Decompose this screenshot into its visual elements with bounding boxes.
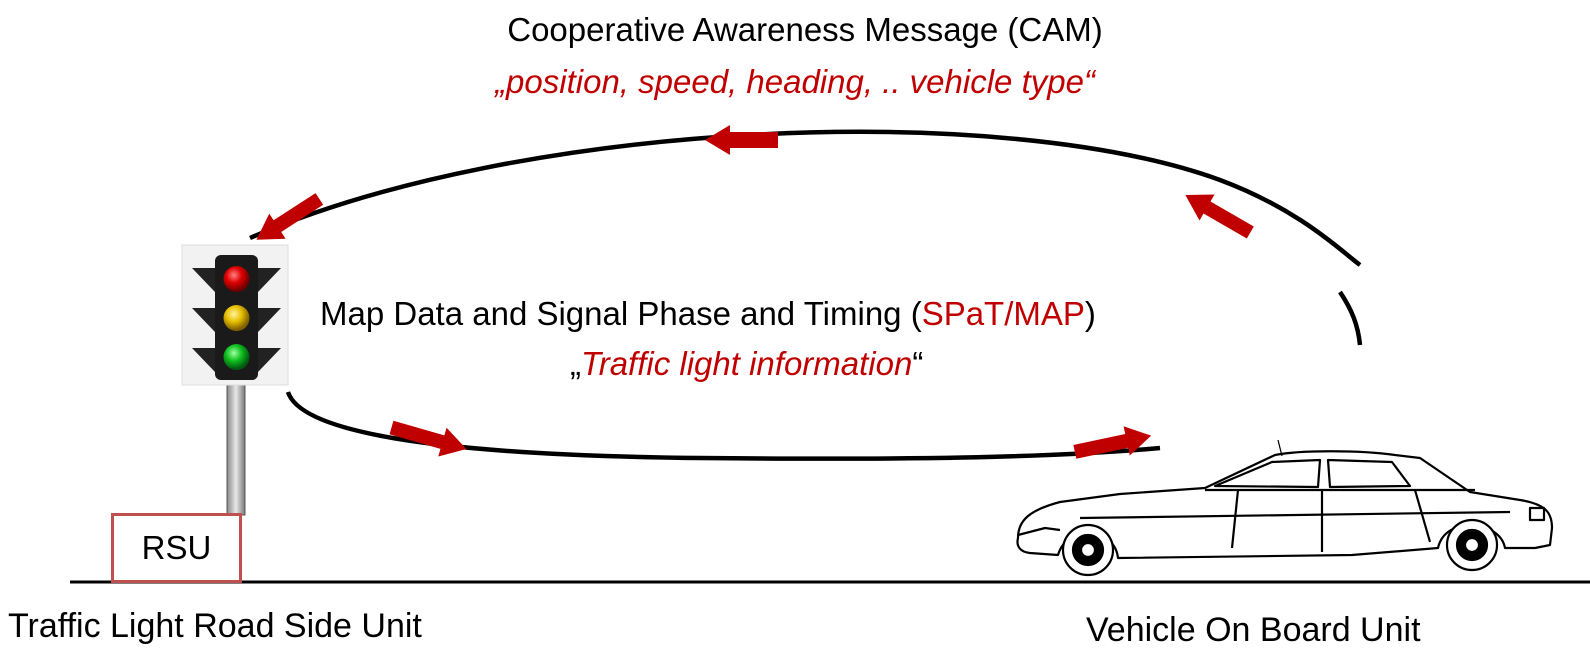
spat-arc bbox=[285, 391, 1161, 461]
spat-prefix: Map Data and Signal Phase and Timing ( bbox=[320, 295, 922, 332]
cam-arc bbox=[249, 129, 1362, 267]
car-icon bbox=[1016, 439, 1554, 577]
rsu-caption: Traffic Light Road Side Unit bbox=[8, 607, 422, 645]
cam-subtitle: „position, speed, heading, .. vehicle ty… bbox=[495, 63, 1095, 100]
spat-acronym: SPaT/MAP bbox=[921, 295, 1085, 332]
arrow-icon bbox=[1073, 426, 1152, 459]
quote-open: „ bbox=[570, 345, 581, 382]
obu-caption: Vehicle On Board Unit bbox=[1086, 611, 1421, 649]
cam-title: Cooperative Awareness Message (CAM) bbox=[507, 11, 1103, 48]
arrow-icon bbox=[256, 193, 324, 240]
spat-subtitle: „Traffic light information“ bbox=[570, 344, 923, 384]
spat-info: Traffic light information bbox=[581, 345, 913, 382]
spat-suffix: ) bbox=[1084, 295, 1096, 332]
spat-arc-right bbox=[1338, 290, 1363, 346]
quote-close: “ bbox=[912, 345, 924, 382]
arrow-icon bbox=[1185, 194, 1254, 239]
rsu-box: RSU bbox=[111, 513, 242, 583]
traffic-light-icon bbox=[181, 244, 289, 516]
arrow-icon bbox=[705, 125, 778, 155]
spat-title: Map Data and Signal Phase and Timing (SP… bbox=[320, 294, 1096, 334]
arrow-icon bbox=[389, 420, 467, 457]
